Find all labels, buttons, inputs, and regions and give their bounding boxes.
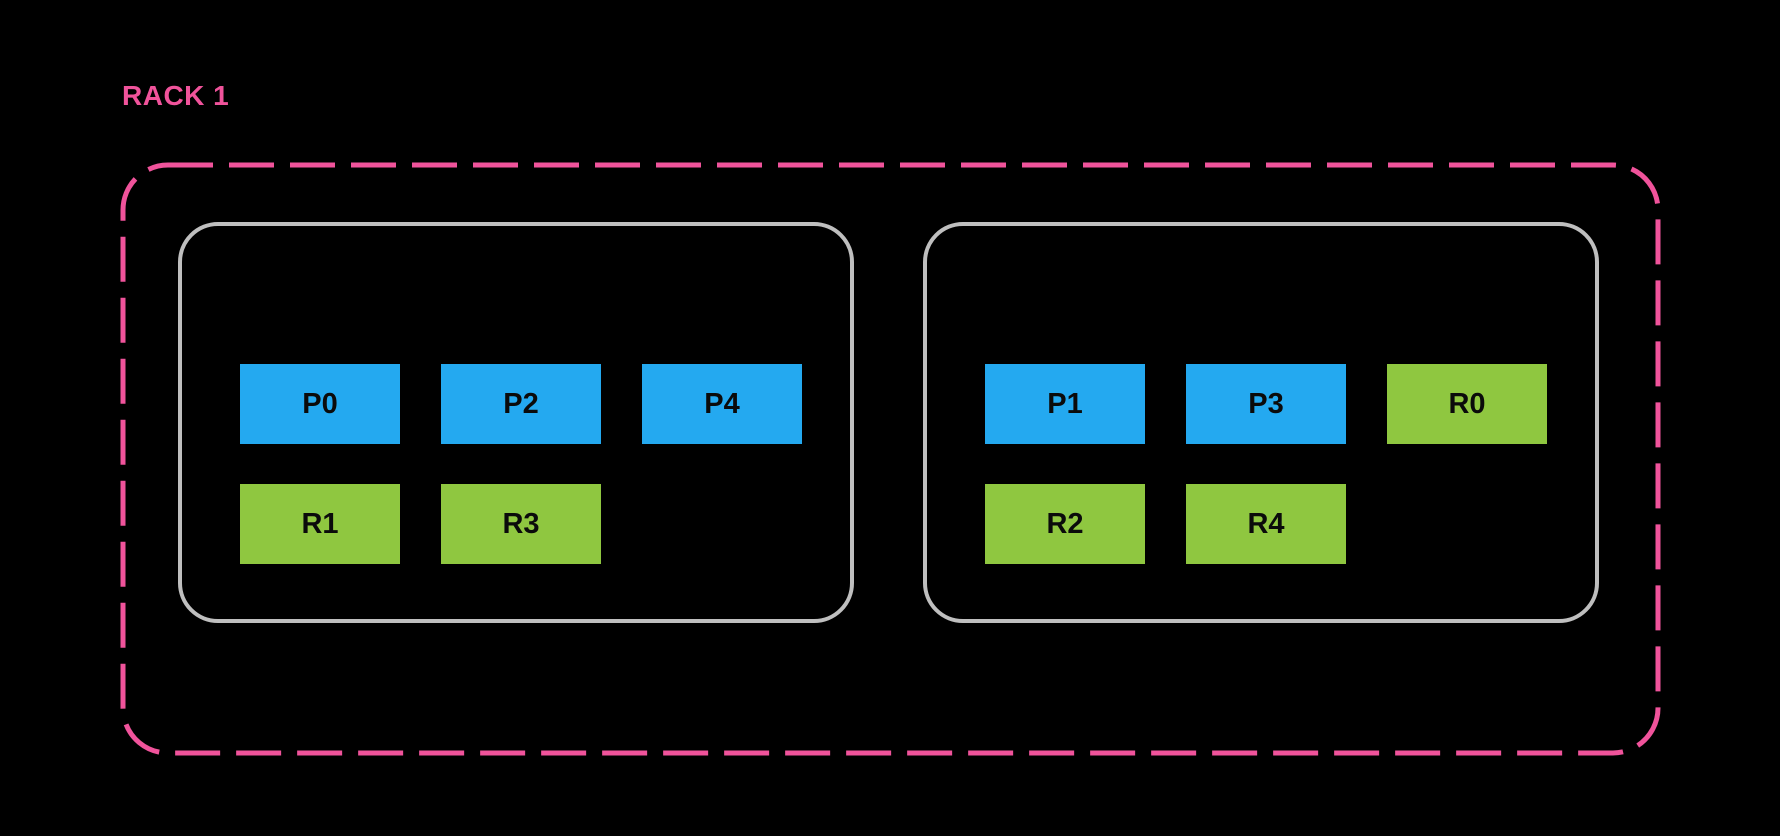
node-r4: R4 bbox=[1186, 484, 1346, 564]
node-r1: R1 bbox=[240, 484, 400, 564]
node-r0: R0 bbox=[1387, 364, 1547, 444]
host-box-2: P1 P3 R0 R2 R4 bbox=[923, 222, 1599, 623]
host-2-node-grid: P1 P3 R0 R2 R4 bbox=[985, 364, 1547, 564]
node-p4: P4 bbox=[642, 364, 802, 444]
node-p1: P1 bbox=[985, 364, 1145, 444]
node-r2: R2 bbox=[985, 484, 1145, 564]
rack-title: RACK 1 bbox=[122, 80, 230, 111]
node-r3: R3 bbox=[441, 484, 601, 564]
node-p0: P0 bbox=[240, 364, 400, 444]
node-p2: P2 bbox=[441, 364, 601, 444]
host-box-1: P0 P2 P4 R1 R3 bbox=[178, 222, 854, 623]
node-p3: P3 bbox=[1186, 364, 1346, 444]
host-1-node-grid: P0 P2 P4 R1 R3 bbox=[240, 364, 802, 564]
